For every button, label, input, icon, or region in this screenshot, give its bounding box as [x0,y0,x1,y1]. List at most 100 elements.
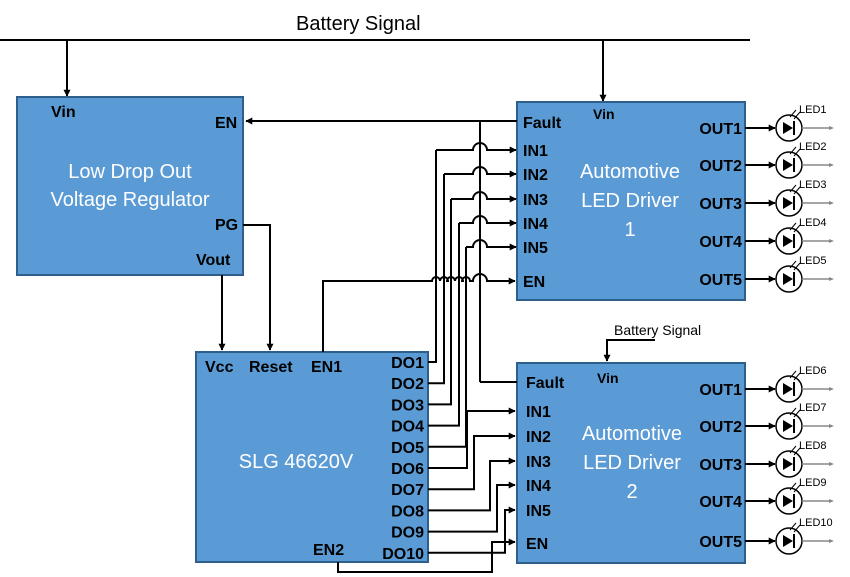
led-driver-2-block: Fault Vin EN Automotive LED Driver 2 IN1… [516,362,746,564]
battery-signal-small-label: Battery Signal [614,322,701,338]
ldo-vout-pin: Vout [196,252,231,269]
led5-ground-arrow [829,277,834,281]
led1-ray1 [789,109,797,118]
driver2-in5-pin: IN5 [526,503,551,520]
led6-symbol: LED6 [745,365,834,403]
driver1-out3-pin: OUT3 [699,196,742,213]
do9-to-driver2-in4-wire [428,481,516,533]
slg-do10-pin: DO10 [382,546,424,563]
led4-symbol: LED4 [745,217,834,255]
led1-diode-icon [783,122,793,134]
driver2-in4-pin: IN4 [526,478,551,495]
slg-do3-pin: DO3 [391,397,424,414]
led-outputs: LED1LED2LED3LED4LED5LED6LED7LED8LED9LED1… [745,104,834,555]
led10-ray2 [793,524,801,533]
do3-vertical-wire [428,199,452,406]
driver2-title-line3: 2 [626,481,637,503]
led6-ray2 [793,372,801,381]
driver1-title-line3: 1 [624,219,635,241]
driver1-en-pin: EN [523,274,545,291]
driver1-in3-pin: IN3 [523,192,548,209]
slg-en2-pin: EN2 [313,542,344,559]
do8-to-driver2-in3-wire [428,457,516,512]
led10-diode-icon [783,535,793,547]
driver1-in5-pin: IN5 [523,240,548,257]
led3-ray1 [789,184,797,193]
do3-to-driver1-in3-wire [451,191,517,203]
led1-ground-arrow [829,126,834,130]
ldo-vin-pin: Vin [51,104,76,121]
led7-ground-arrow [829,424,834,428]
slg-do8-pin: DO8 [391,503,424,520]
do2-vertical-wire [428,174,445,385]
led10-label: LED10 [799,517,833,529]
slg-do7-pin: DO7 [391,482,424,499]
driver1-in1-pin: IN1 [523,143,548,160]
driver2-in1-pin: IN1 [526,404,551,421]
do5-to-driver1-in5-wire [466,239,517,251]
do4-vertical-wire [428,223,460,427]
driver2-vin-pin: Vin [597,370,619,386]
en2-to-driver2-en-wire [337,538,516,573]
driver2-en-pin: EN [526,536,548,553]
led7-label: LED7 [799,402,827,414]
ldo-en-pin: EN [215,115,237,132]
led2-ray1 [789,146,797,155]
led9-label: LED9 [799,477,827,489]
led5-diode-icon [783,273,793,285]
led7-ray2 [793,409,801,418]
driver2-fault-pin: Fault [526,375,565,392]
led4-ground-arrow [829,239,834,243]
do2-to-driver1-in2-wire [444,166,517,178]
slg-en1-pin: EN1 [311,359,342,376]
led9-symbol: LED9 [745,477,834,515]
driver1-out1-pin: OUT1 [699,121,742,138]
ldo-title-line1: Low Drop Out [68,161,192,183]
driver1-vin-pin: Vin [593,106,615,122]
slg-do6-pin: DO6 [391,461,424,478]
led8-ground-arrow [829,462,834,466]
led10-ground-arrow [829,539,834,543]
led5-label: LED5 [799,255,827,267]
driver1-in2-pin: IN2 [523,167,548,184]
led4-diode-icon [783,235,793,247]
led10-ray1 [789,522,797,531]
driver2-title-line1: Automotive [582,423,682,445]
driver2-out1-pin: OUT1 [699,382,742,399]
ldo-title-line2: Voltage Regulator [50,189,209,211]
led2-symbol: LED2 [745,141,834,179]
led5-ray2 [793,262,801,271]
led6-label: LED6 [799,365,827,377]
driver1-out5-pin: OUT5 [699,272,742,289]
led1-label: LED1 [799,104,827,116]
led6-diode-icon [783,383,793,395]
led1-ray2 [793,111,801,120]
led4-ray1 [789,222,797,231]
slg-reset-pin: Reset [249,359,293,376]
pg-to-reset-wire [243,224,274,351]
battery-to-driver2-vin-wire [603,339,655,362]
led7-ray1 [789,407,797,416]
driver2-out3-pin: OUT3 [699,457,742,474]
do1-vertical-wire [428,150,437,363]
driver1-title-line1: Automotive [580,161,680,183]
led2-label: LED2 [799,141,827,153]
driver2-in2-pin: IN2 [526,429,551,446]
led3-label: LED3 [799,179,827,191]
led8-symbol: LED8 [745,440,834,478]
driver1-out2-pin: OUT2 [699,158,742,175]
led9-diode-icon [783,495,793,507]
led8-ray2 [793,447,801,456]
led9-ground-arrow [829,499,834,503]
do6-to-driver2-in1-wire [428,407,516,469]
slg-do2-pin: DO2 [391,376,424,393]
driver1-in4-pin: IN4 [523,216,548,233]
driver2-out4-pin: OUT4 [699,494,742,511]
do1-to-driver1-in1-wire [436,142,517,154]
led9-ray1 [789,482,797,491]
ldo-pg-pin: PG [215,217,238,234]
